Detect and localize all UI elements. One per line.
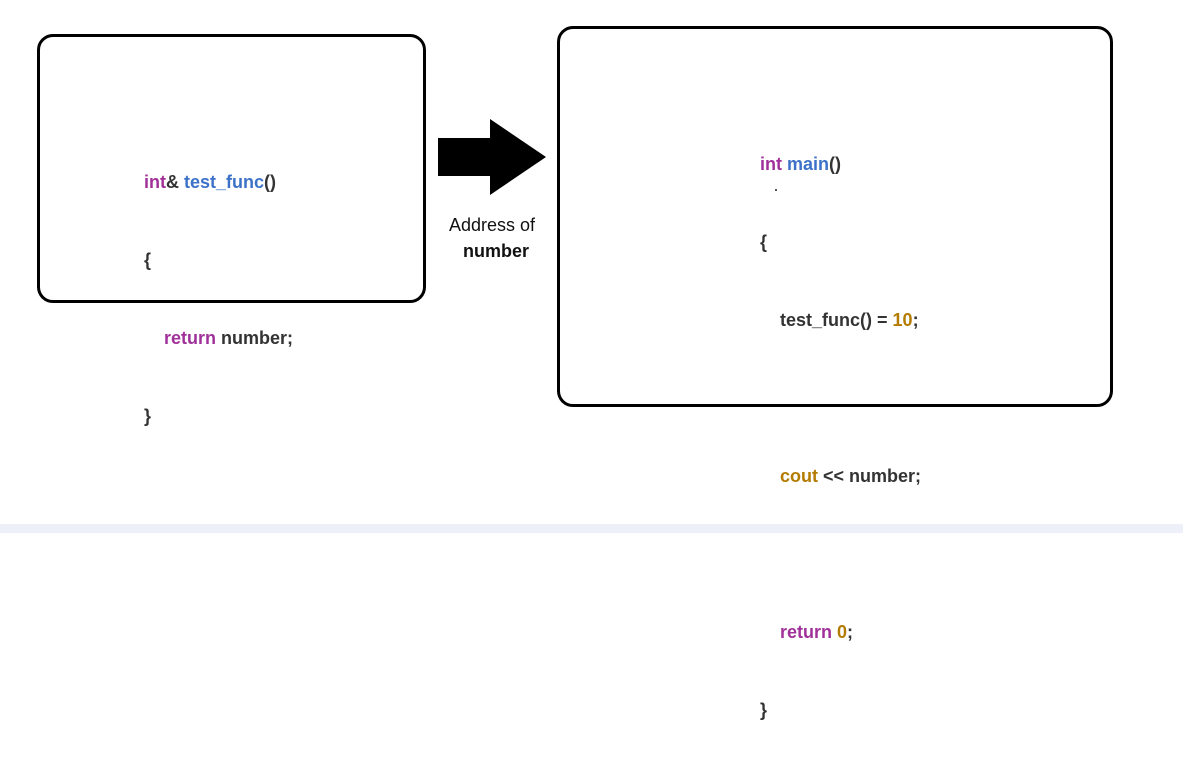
parens: () xyxy=(829,154,842,174)
stray-dot xyxy=(775,189,777,191)
code-line-open-brace: { xyxy=(760,232,768,252)
test-func-code: int& test_func() { return number; } xyxy=(144,117,293,481)
literal-10: 10 xyxy=(892,310,913,330)
code-line-assignment: test_func() = 10; xyxy=(760,307,921,333)
code-line-main-signature: int main() xyxy=(760,151,921,177)
parens: () xyxy=(264,172,277,192)
keyword-int: int xyxy=(144,172,166,192)
keyword-return: return xyxy=(780,622,833,642)
code-line-blank xyxy=(760,385,921,411)
caption-line-number: number xyxy=(462,241,529,261)
code-line-return: return number; xyxy=(144,325,293,351)
return-value: number; xyxy=(216,328,294,348)
keyword-cout: cout xyxy=(780,466,818,486)
code-line-open-brace: { xyxy=(144,250,152,270)
code-line-close-brace: } xyxy=(144,406,152,426)
reference-ampersand: & xyxy=(166,172,184,192)
literal-0: 0 xyxy=(837,622,848,642)
semicolon: ; xyxy=(912,310,919,330)
main-code: int main() { test_func() = 10; cout << n… xyxy=(760,99,921,775)
caption-line-address-of: Address of xyxy=(448,215,536,235)
keyword-return: return xyxy=(164,328,217,348)
code-line-cout: cout << number; xyxy=(760,463,921,489)
footer-band xyxy=(0,524,1183,533)
code-line-blank-2 xyxy=(760,541,921,567)
keyword-int: int xyxy=(760,154,782,174)
code-line-close-brace: } xyxy=(760,700,768,720)
arrow-caption: Address of number xyxy=(437,212,547,264)
code-line-signature: int& test_func() xyxy=(144,169,293,195)
right-arrow-icon xyxy=(438,119,546,195)
semicolon: ; xyxy=(847,622,854,642)
arrow-shape xyxy=(438,119,546,195)
main-code-box: int main() { test_func() = 10; cout << n… xyxy=(557,26,1113,720)
code-line-return: return 0; xyxy=(760,619,921,645)
function-name-main: main xyxy=(787,154,830,174)
cout-expression: << number; xyxy=(818,466,922,486)
call-expression: test_func() = xyxy=(780,310,893,330)
function-name-test-func: test_func xyxy=(184,172,265,192)
test-func-code-box: int& test_func() { return number; } xyxy=(37,34,426,426)
